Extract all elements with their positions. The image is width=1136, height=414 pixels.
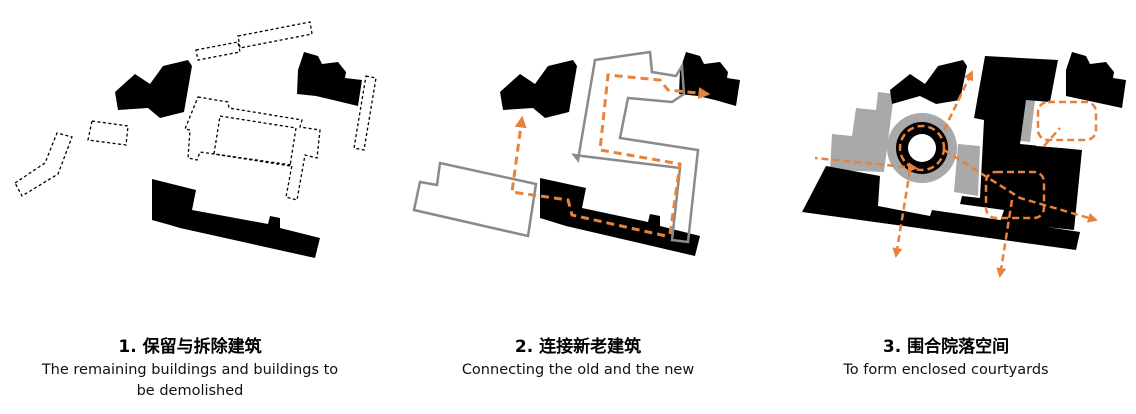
- route-south-west: [892, 169, 912, 258]
- caption-title-3: 3. 围合院落空间: [882, 337, 1010, 357]
- panel-3-diagram: [802, 52, 1126, 278]
- courtyard-east: [1036, 100, 1098, 142]
- rotunda-inner: [908, 134, 936, 162]
- panel-1-diagram: [14, 21, 377, 258]
- caption-title-1: 1. 保留与拆除建筑: [118, 337, 262, 357]
- caption-panel-3: 3. 围合院落空间 To form enclosed courtyards: [756, 336, 1136, 381]
- caption-subtitle-2: Connecting the old and the new: [461, 362, 695, 378]
- caption-title-2: 2. 连接新老建筑: [514, 337, 642, 357]
- grey-building-centre-south: [954, 144, 980, 196]
- remaining-building-south: [152, 179, 320, 258]
- caption-panel-2: 2. 连接新老建筑 Connecting the old and the new: [388, 336, 768, 381]
- remaining-building-ne: [297, 52, 362, 106]
- demolished-building-north-1: [195, 41, 241, 61]
- black-building-s-shape: [960, 56, 1082, 230]
- black-building-nw: [890, 60, 967, 104]
- demolished-building-central-outer: [184, 96, 321, 201]
- black-building-ne: [1066, 52, 1126, 108]
- route-east: [943, 148, 1098, 223]
- route-west-to-south: [510, 115, 667, 238]
- courtyard-outlines: [898, 100, 1098, 220]
- courtyard-routes: [814, 70, 1098, 278]
- route-west: [814, 156, 918, 173]
- old-building-south: [540, 178, 700, 256]
- new-building-sw: [412, 161, 538, 238]
- courtyard-rotunda: [898, 124, 946, 172]
- remaining-building-nw: [115, 60, 192, 118]
- caption-subtitle-1: The remaining buildings and buildings to…: [41, 362, 339, 399]
- demolished-building-west-small: [87, 120, 129, 146]
- rotunda: [887, 113, 957, 183]
- new-building-s-shape: [571, 50, 700, 244]
- courtyard-gap-white: [1036, 110, 1064, 148]
- demolished-building-central-inner: [213, 115, 297, 167]
- new-buildings: [412, 50, 700, 244]
- caption-subtitle-3: To form enclosed courtyards: [843, 362, 1049, 378]
- demolished-building-north-2: [237, 21, 313, 49]
- black-buildings: [802, 52, 1126, 250]
- old-building-nw: [500, 60, 577, 118]
- route-south: [996, 199, 1014, 278]
- grey-building-west: [830, 92, 894, 172]
- demolished-building-east-bar: [353, 75, 377, 151]
- panel-2-diagram: [412, 50, 740, 256]
- demolished-building-west-angled: [14, 132, 73, 197]
- black-building-south: [802, 166, 1080, 250]
- old-building-ne: [679, 52, 740, 106]
- route-ne: [1043, 127, 1061, 147]
- route-s-loop: [598, 73, 711, 235]
- connection-routes: [510, 73, 711, 238]
- demolished-buildings: [14, 21, 377, 201]
- courtyard-south: [984, 170, 1046, 220]
- caption-panel-1: 1. 保留与拆除建筑 The remaining buildings and b…: [0, 336, 380, 402]
